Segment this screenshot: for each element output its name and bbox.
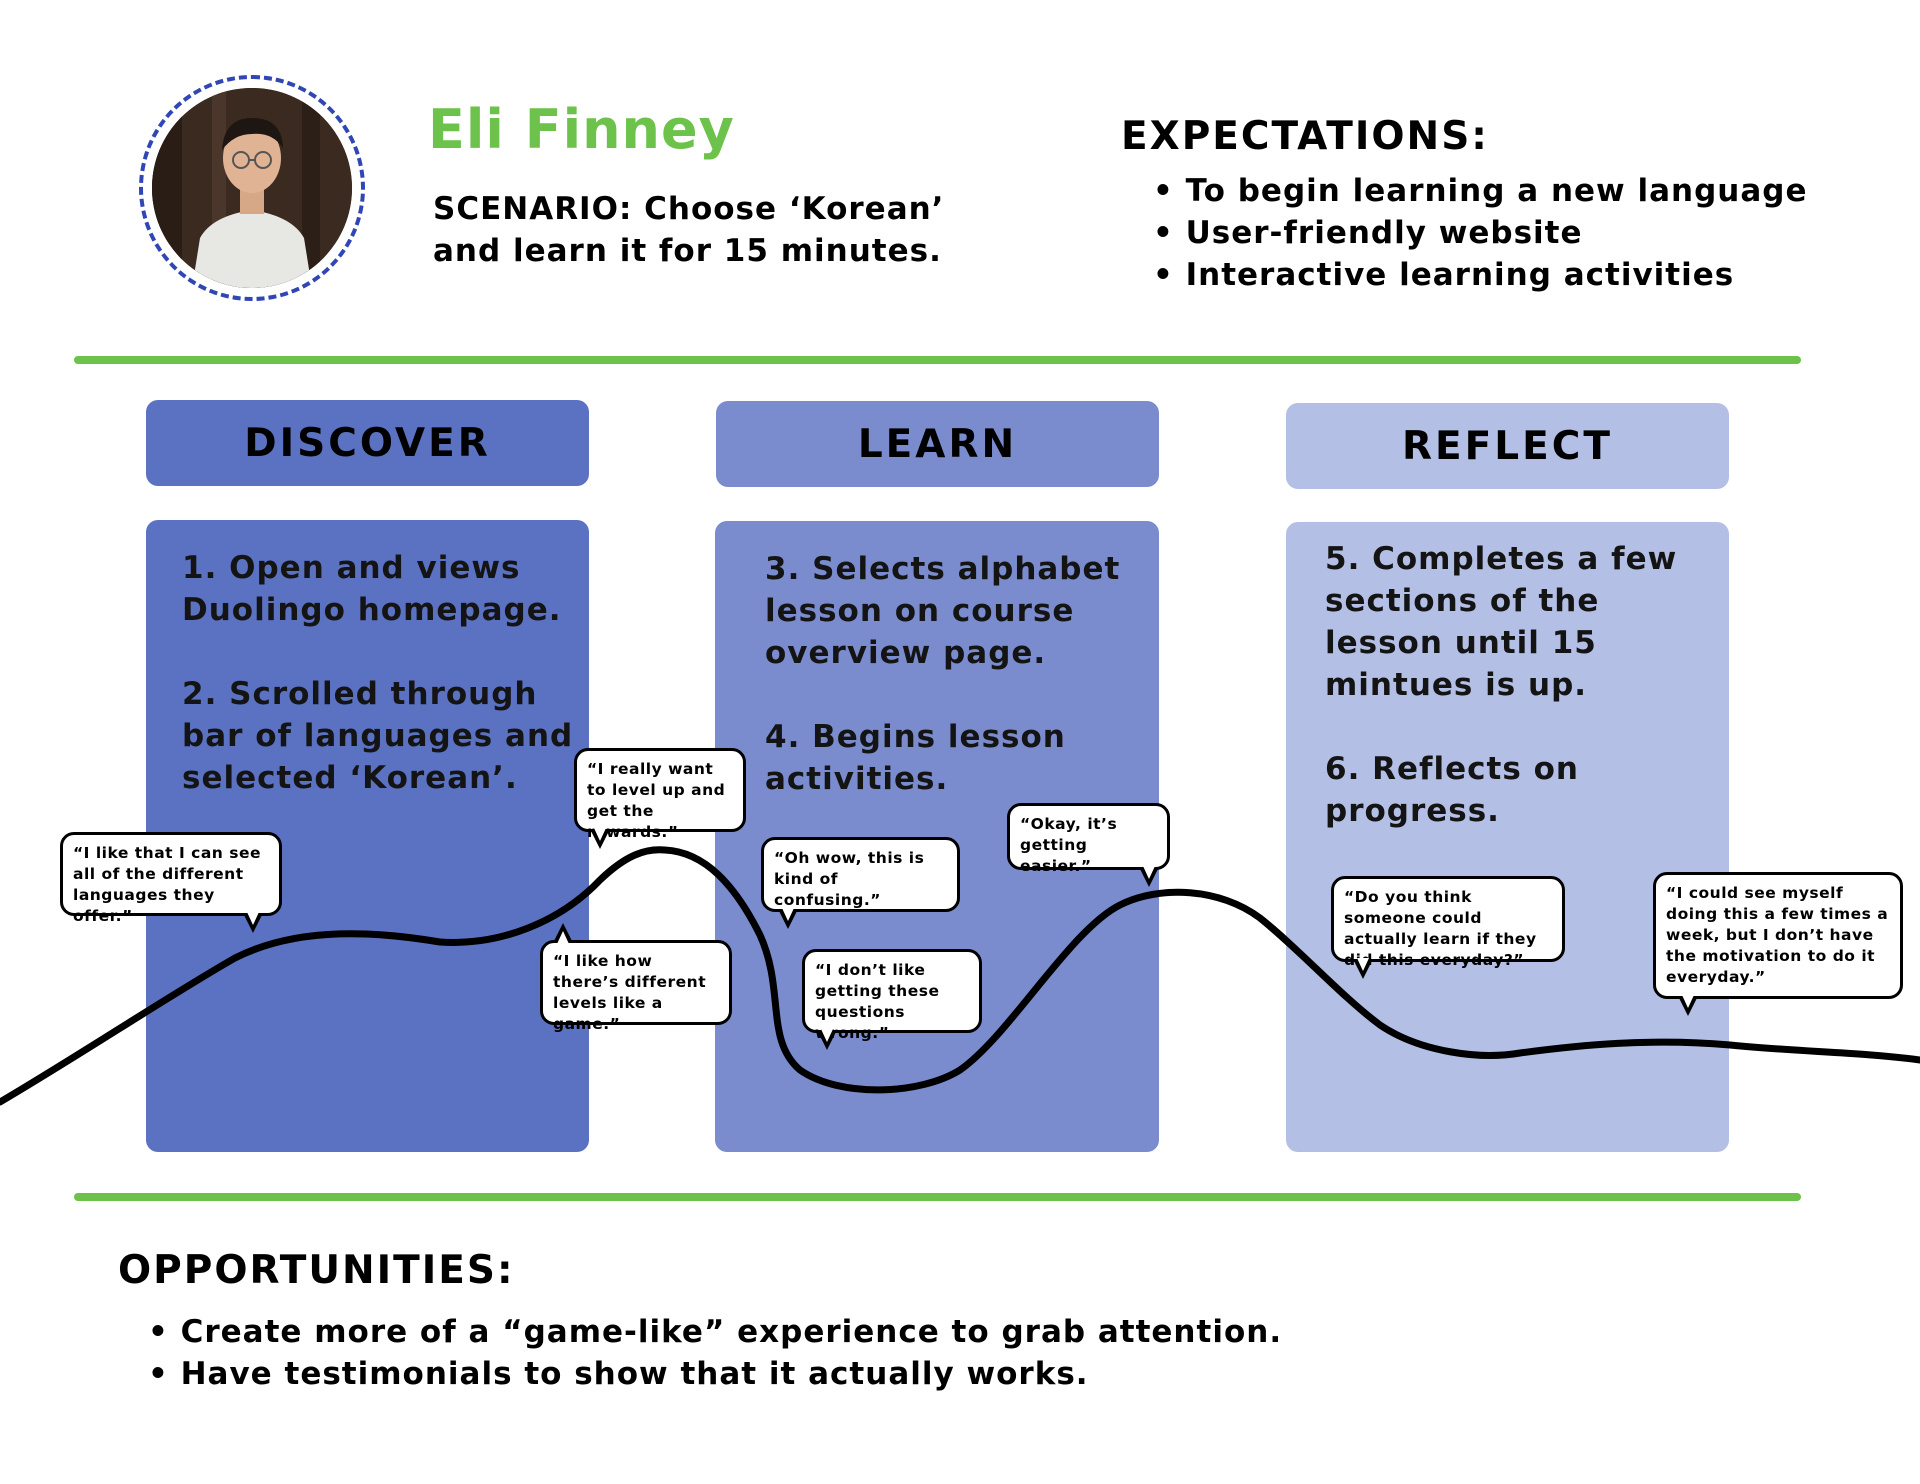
- stage-title: LEARN: [857, 421, 1018, 467]
- quote-bubble: “I like how there’s different levels lik…: [540, 940, 732, 1033]
- divider-top: [74, 356, 1801, 364]
- stage-tab-learn: LEARN: [716, 401, 1159, 487]
- persona-name: Eli Finney: [428, 98, 735, 161]
- persona-photo: [152, 88, 352, 288]
- stage-steps-discover: 1. Open and views Duolingo homepage. 2. …: [182, 547, 582, 841]
- bubble-tail: [1679, 995, 1697, 1016]
- opportunities-heading: OPPORTUNITIES:: [118, 1248, 515, 1293]
- quote-bubble: “I could see myself doing this a few tim…: [1653, 872, 1903, 999]
- stage-steps-learn: 3. Selects alphabet lesson on course ove…: [765, 548, 1145, 842]
- quote-bubble: “Okay, it’s getting easier.”: [1007, 803, 1170, 875]
- expectation-item: Interactive learning activities: [1153, 254, 1807, 296]
- bubble-tail: [1140, 866, 1158, 887]
- expectations-heading: EXPECTATIONS:: [1121, 114, 1489, 159]
- scenario: SCENARIO: Choose ‘Korean’ and learn it f…: [433, 188, 993, 272]
- expectation-item: User-friendly website: [1153, 212, 1807, 254]
- quote-bubble: “Oh wow, this is kind of confusing.”: [761, 837, 960, 912]
- bubble-tail: [591, 828, 609, 849]
- scenario-label: SCENARIO: [433, 191, 619, 227]
- quote-text: “I really want to level up and get the r…: [587, 760, 726, 841]
- step-text: 6. Reflects on progress.: [1325, 751, 1579, 829]
- bubble-tail: [779, 908, 797, 929]
- quote-text: “I like that I can see all of the differ…: [73, 844, 261, 925]
- quote-text: “Okay, it’s getting easier.”: [1020, 815, 1118, 875]
- expectations-list: To begin learning a new language User-fr…: [1153, 170, 1807, 296]
- quote-bubble: “I don’t like getting these questions wr…: [802, 949, 982, 1042]
- stage-tab-reflect: REFLECT: [1286, 403, 1729, 489]
- stage-title: REFLECT: [1401, 423, 1614, 469]
- stage-steps-reflect: 5. Completes a few sections of the lesso…: [1325, 538, 1720, 874]
- step-text: 5. Completes a few sections of the lesso…: [1325, 541, 1678, 703]
- opportunity-item: Have testimonials to show that it actual…: [148, 1353, 1282, 1395]
- bubble-tail: [244, 912, 262, 933]
- quote-text: “Do you think someone could actually lea…: [1344, 888, 1537, 969]
- avatar: [152, 88, 352, 288]
- quote-bubble: “I like that I can see all of the differ…: [60, 832, 282, 925]
- quote-text: “Oh wow, this is kind of confusing.”: [774, 849, 925, 909]
- quote-text: “I could see myself doing this a few tim…: [1666, 884, 1889, 986]
- divider-bottom: [74, 1193, 1801, 1201]
- bubble-tail: [554, 923, 572, 944]
- scenario-text: : Choose ‘Korean’ and learn it for 15 mi…: [433, 191, 945, 269]
- step-text: 2. Scrolled through bar of languages and…: [182, 676, 574, 796]
- bubble-tail: [1354, 958, 1372, 979]
- avatar-ring: [139, 75, 365, 301]
- stage-title: DISCOVER: [244, 420, 491, 466]
- quote-text: “I like how there’s different levels lik…: [553, 952, 707, 1033]
- step-text: 4. Begins lesson activities.: [765, 719, 1066, 797]
- stage-tab-discover: DISCOVER: [146, 400, 589, 486]
- step-text: 1. Open and views Duolingo homepage.: [182, 550, 562, 628]
- quote-bubble: “Do you think someone could actually lea…: [1331, 876, 1565, 969]
- opportunity-item: Create more of a “game-like” experience …: [148, 1311, 1282, 1353]
- quote-bubble: “I really want to level up and get the r…: [574, 748, 746, 841]
- expectation-item: To begin learning a new language: [1153, 170, 1807, 212]
- bubble-tail: [818, 1029, 836, 1050]
- quote-text: “I don’t like getting these questions wr…: [815, 961, 940, 1042]
- step-text: 3. Selects alphabet lesson on course ove…: [765, 551, 1121, 671]
- opportunities-list: Create more of a “game-like” experience …: [148, 1311, 1282, 1395]
